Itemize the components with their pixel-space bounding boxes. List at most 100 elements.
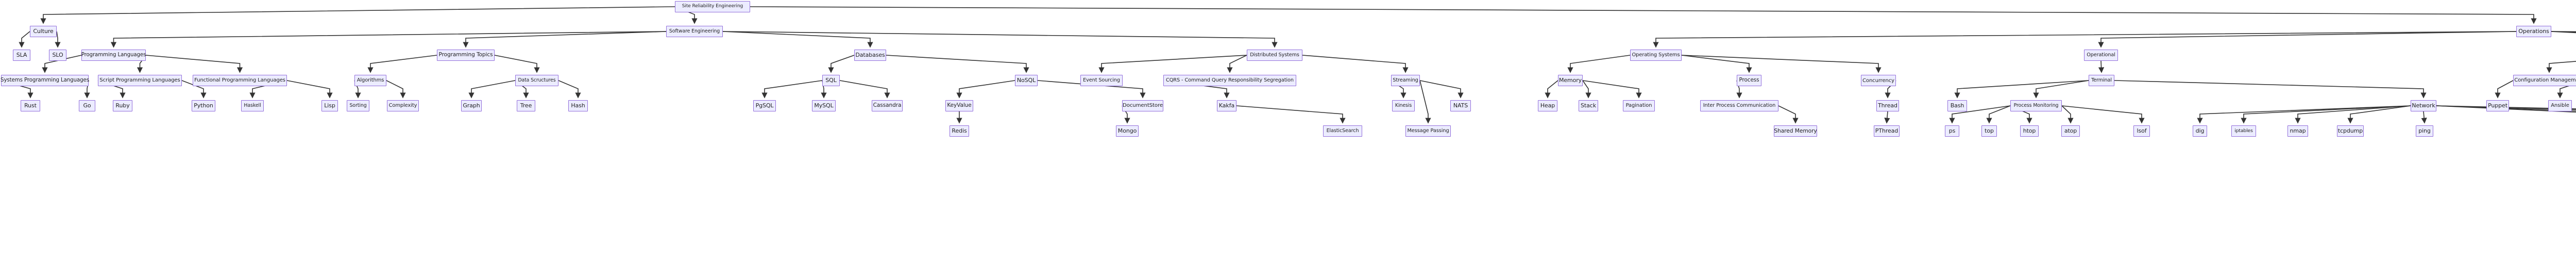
node-data-scructures[interactable]: Data Scructures — [515, 75, 558, 86]
node-label: Hash — [571, 102, 585, 109]
node-label: tcpdump — [2337, 127, 2363, 134]
node-algorithms[interactable]: Algorithms — [354, 75, 386, 86]
node-nosql[interactable]: NoSQL — [1015, 75, 1038, 86]
node-memory[interactable]: Memory — [1558, 75, 1583, 86]
edge-n50-to-n51 — [1778, 105, 1799, 124]
node-haskell[interactable]: Haskell — [241, 100, 264, 111]
node-elasticsearch[interactable]: ElasticSearch — [1323, 125, 1362, 137]
edge-n44-to-n49 — [1582, 80, 1642, 99]
edge-n73-to-n74 — [2546, 61, 2576, 73]
node-label: Process — [1739, 77, 1759, 84]
node-label: Complexity — [388, 102, 417, 108]
node-label: top — [1985, 127, 1994, 134]
node-concurrency[interactable]: Concurrency — [1861, 75, 1896, 86]
node-label: Kinesis — [1395, 102, 1412, 108]
node-cassandra[interactable]: Cassandra — [872, 100, 903, 111]
node-label: NATS — [1453, 102, 1468, 109]
node-puppet[interactable]: Puppet — [2486, 100, 2509, 111]
edge-n43-to-n45 — [1681, 55, 1752, 73]
node-script-programming-languages[interactable]: Script Programming Languages — [98, 75, 182, 86]
node-label: Python — [194, 102, 213, 109]
node-systems-programming-languages[interactable]: Systems Programming Languages — [1, 75, 89, 86]
node-nmap[interactable]: nmap — [2287, 125, 2308, 137]
node-kinesis[interactable]: Kinesis — [1392, 100, 1415, 111]
node-pthread[interactable]: PThread — [1874, 125, 1900, 137]
node-distributed-systems[interactable]: Distributed Systems — [1247, 50, 1302, 61]
node-label: Lisp — [324, 102, 335, 109]
node-network[interactable]: Network — [2411, 100, 2436, 111]
node-label: Functional Programming Languages — [194, 77, 285, 84]
node-complexity[interactable]: Complexity — [387, 100, 419, 111]
node-go[interactable]: Go — [79, 100, 95, 111]
node-atop[interactable]: atop — [2061, 125, 2080, 137]
node-heap[interactable]: Heap — [1538, 100, 1557, 111]
edge-n1-to-n5 — [55, 31, 61, 48]
node-htop[interactable]: htop — [2020, 125, 2039, 137]
node-site-reliability-engineering[interactable]: Site Reliability Engineering — [675, 1, 750, 12]
node-hash[interactable]: Hash — [568, 100, 588, 111]
node-tcpdump[interactable]: tcpdump — [2337, 125, 2364, 137]
node-label: Concurrency — [1862, 77, 1894, 84]
node-functional-programming-languages[interactable]: Functional Programming Languages — [193, 75, 287, 86]
node-operations[interactable]: Operations — [2516, 26, 2551, 37]
node-label: Memory — [1558, 76, 1582, 84]
edge-n37-to-n42 — [1419, 80, 1431, 124]
edge-n38-to-n39 — [1236, 105, 1346, 124]
node-ruby[interactable]: Ruby — [113, 100, 132, 111]
edge-n2-to-n6 — [110, 31, 667, 48]
node-ansible[interactable]: Ansible — [2548, 100, 2572, 111]
node-dig[interactable]: dig — [2193, 125, 2207, 137]
node-programming-topics[interactable]: Programming Topics — [437, 50, 495, 61]
node-redis[interactable]: Redis — [950, 125, 969, 137]
node-keyvalue[interactable]: KeyValue — [945, 100, 973, 111]
node-label: Redis — [952, 127, 967, 134]
node-culture[interactable]: Culture — [30, 26, 57, 37]
node-shared-memory[interactable]: Shared Memory — [1774, 125, 1817, 137]
node-operating-systems[interactable]: Operating Systems — [1630, 50, 1682, 61]
node-top[interactable]: top — [1981, 125, 1997, 137]
node-cqrs-command-query-responsibility-segregation[interactable]: CQRS - Command Query Responsibility Segr… — [1163, 75, 1296, 86]
node-sla[interactable]: SLA — [13, 50, 30, 61]
node-label: Thread — [1878, 102, 1897, 109]
edge-n12-to-n18 — [286, 80, 333, 99]
node-terminal[interactable]: Terminal — [2089, 75, 2114, 86]
node-streaming[interactable]: Streaming — [1391, 75, 1420, 86]
node-lsof[interactable]: lsof — [2133, 125, 2150, 137]
node-inter-process-communication[interactable]: Inter Process Communication — [1700, 100, 1778, 111]
node-nats[interactable]: NATS — [1450, 100, 1471, 111]
node-pagination[interactable]: Pagination — [1623, 100, 1655, 111]
node-graph[interactable]: Graph — [461, 100, 482, 111]
node-thread[interactable]: Thread — [1876, 100, 1899, 111]
node-configuration-management[interactable]: Configuration Management — [2513, 75, 2576, 86]
node-software-engineering[interactable]: Software Engineering — [666, 26, 723, 37]
node-sql[interactable]: SQL — [822, 75, 840, 86]
node-python[interactable]: Python — [192, 100, 215, 111]
node-process[interactable]: Process — [1737, 75, 1761, 86]
node-stack[interactable]: Stack — [1579, 100, 1598, 111]
node-ping[interactable]: ping — [2416, 125, 2433, 137]
edge-n9-to-n37 — [1302, 55, 1409, 73]
node-databases[interactable]: Databases — [854, 50, 886, 61]
node-slo[interactable]: SLO — [49, 50, 66, 61]
edge-n55-to-n57 — [2033, 80, 2089, 99]
node-message-passing[interactable]: Message Passing — [1405, 125, 1451, 137]
node-ps[interactable]: ps — [1945, 125, 1959, 137]
node-rust[interactable]: Rust — [21, 100, 40, 111]
node-label: Puppet — [2488, 102, 2507, 109]
node-iptables[interactable]: iptables — [2231, 125, 2256, 137]
node-kakfa[interactable]: Kakfa — [1217, 100, 1236, 111]
edge-n9-to-n36 — [1227, 55, 1247, 73]
node-process-monitoring[interactable]: Process Monitoring — [2010, 100, 2062, 111]
node-pgsql[interactable]: PgSQL — [753, 100, 776, 111]
node-event-sourcing[interactable]: Event Sourcing — [1080, 75, 1123, 86]
node-tree[interactable]: Tree — [517, 100, 535, 111]
node-sorting[interactable]: Sorting — [347, 100, 369, 111]
node-documentstore[interactable]: DocumentStore — [1122, 100, 1163, 111]
node-mysql[interactable]: MySQL — [812, 100, 836, 111]
node-lisp[interactable]: Lisp — [321, 100, 338, 111]
node-mongo[interactable]: Mongo — [1116, 125, 1139, 137]
node-bash[interactable]: Bash — [1947, 100, 1967, 111]
node-programming-languages[interactable]: Programming Languages — [81, 50, 146, 61]
node-operational[interactable]: Operational — [2084, 50, 2118, 61]
